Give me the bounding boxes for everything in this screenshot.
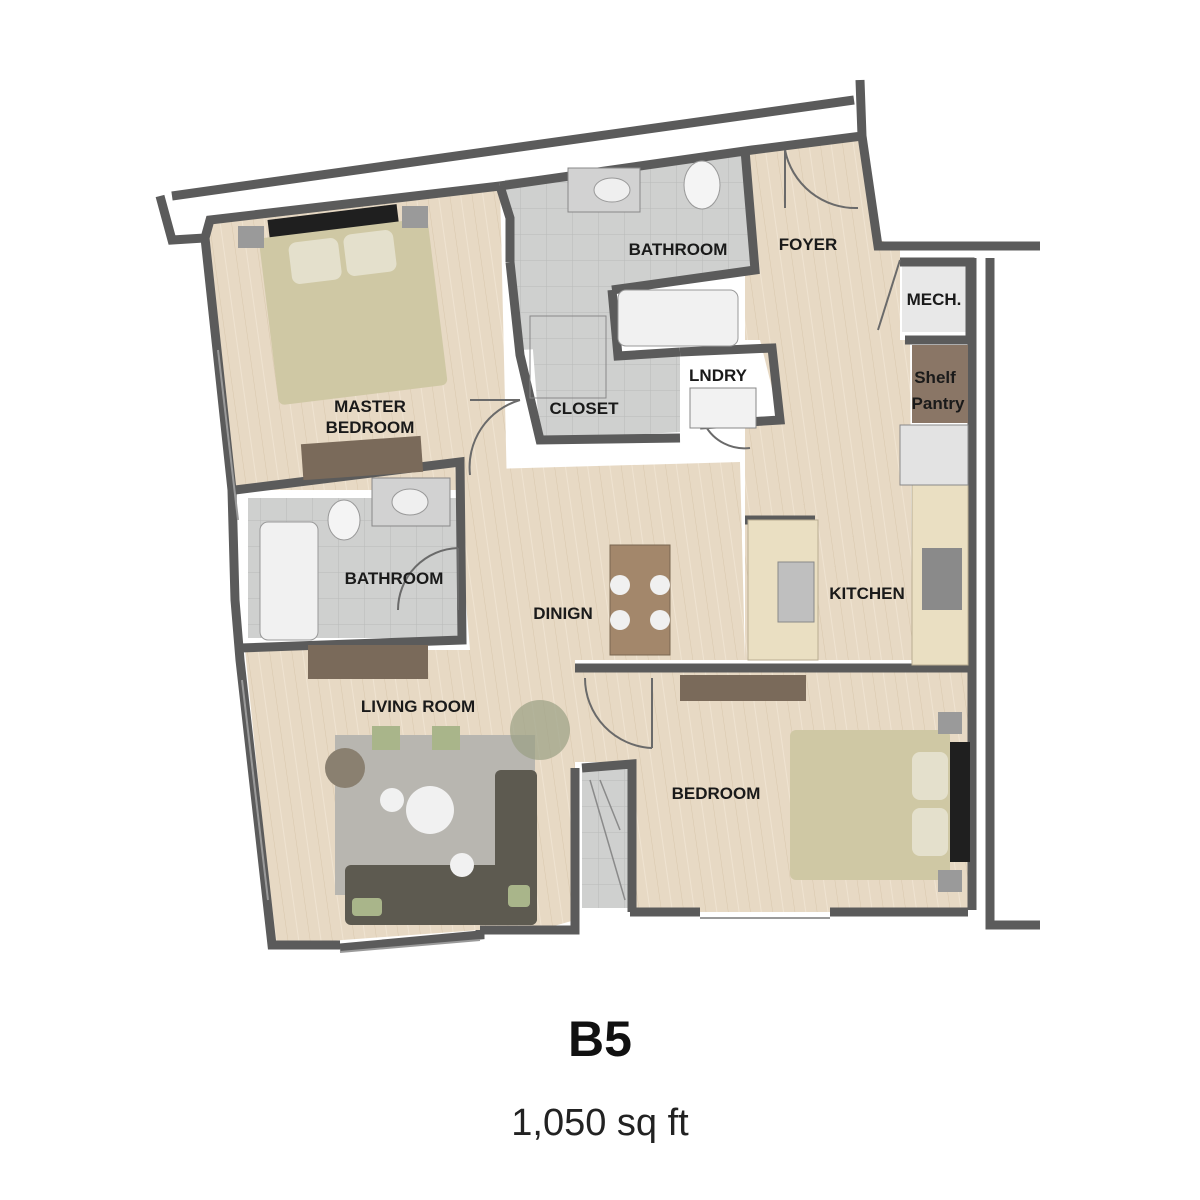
doors <box>397 149 901 749</box>
label-bedroom: BEDROOM <box>672 784 761 803</box>
bathroom-left-fixtures <box>259 477 451 641</box>
unit-name: B5 <box>568 1011 632 1067</box>
label-master-bedroom-line1: MASTER <box>334 397 406 416</box>
plant <box>510 700 570 760</box>
label-master-bedroom-line2: BEDROOM <box>326 418 415 437</box>
label-bathroom-left: BATHROOM <box>345 569 444 588</box>
label-dining: DINIGN <box>533 604 593 623</box>
bedroom-dresser <box>680 675 806 701</box>
label-bathroom-top: BATHROOM <box>629 240 728 259</box>
master-bed <box>238 204 448 405</box>
living-bench <box>308 645 428 679</box>
floor-plan: MASTER BEDROOM BATHROOM FOYER MECH. Shel… <box>155 79 1040 953</box>
windows <box>217 349 830 953</box>
label-mech: MECH. <box>907 290 962 309</box>
label-living-room: LIVING ROOM <box>361 697 475 716</box>
master-bench <box>300 435 424 481</box>
label-foyer: FOYER <box>779 235 838 254</box>
living-sofa <box>345 770 537 925</box>
bedroom-bed <box>790 712 970 892</box>
bedroom-closet <box>589 779 626 901</box>
label-closet: CLOSET <box>550 399 620 418</box>
label-pantry-line2: Pantry <box>912 394 965 413</box>
room-labels: MASTER BEDROOM BATHROOM FOYER MECH. Shel… <box>326 235 965 803</box>
label-kitchen: KITCHEN <box>829 584 905 603</box>
living-chairs <box>325 726 474 877</box>
unit-area: 1,050 sq ft <box>511 1102 689 1144</box>
laundry-machine <box>689 387 757 429</box>
label-laundry: LNDRY <box>689 366 748 385</box>
label-pantry-line1: Shelf <box>914 368 956 387</box>
kitchen-fixtures <box>747 345 969 666</box>
walls <box>155 79 1040 953</box>
dining-table <box>609 544 671 656</box>
bathroom-top-fixtures <box>529 160 739 399</box>
